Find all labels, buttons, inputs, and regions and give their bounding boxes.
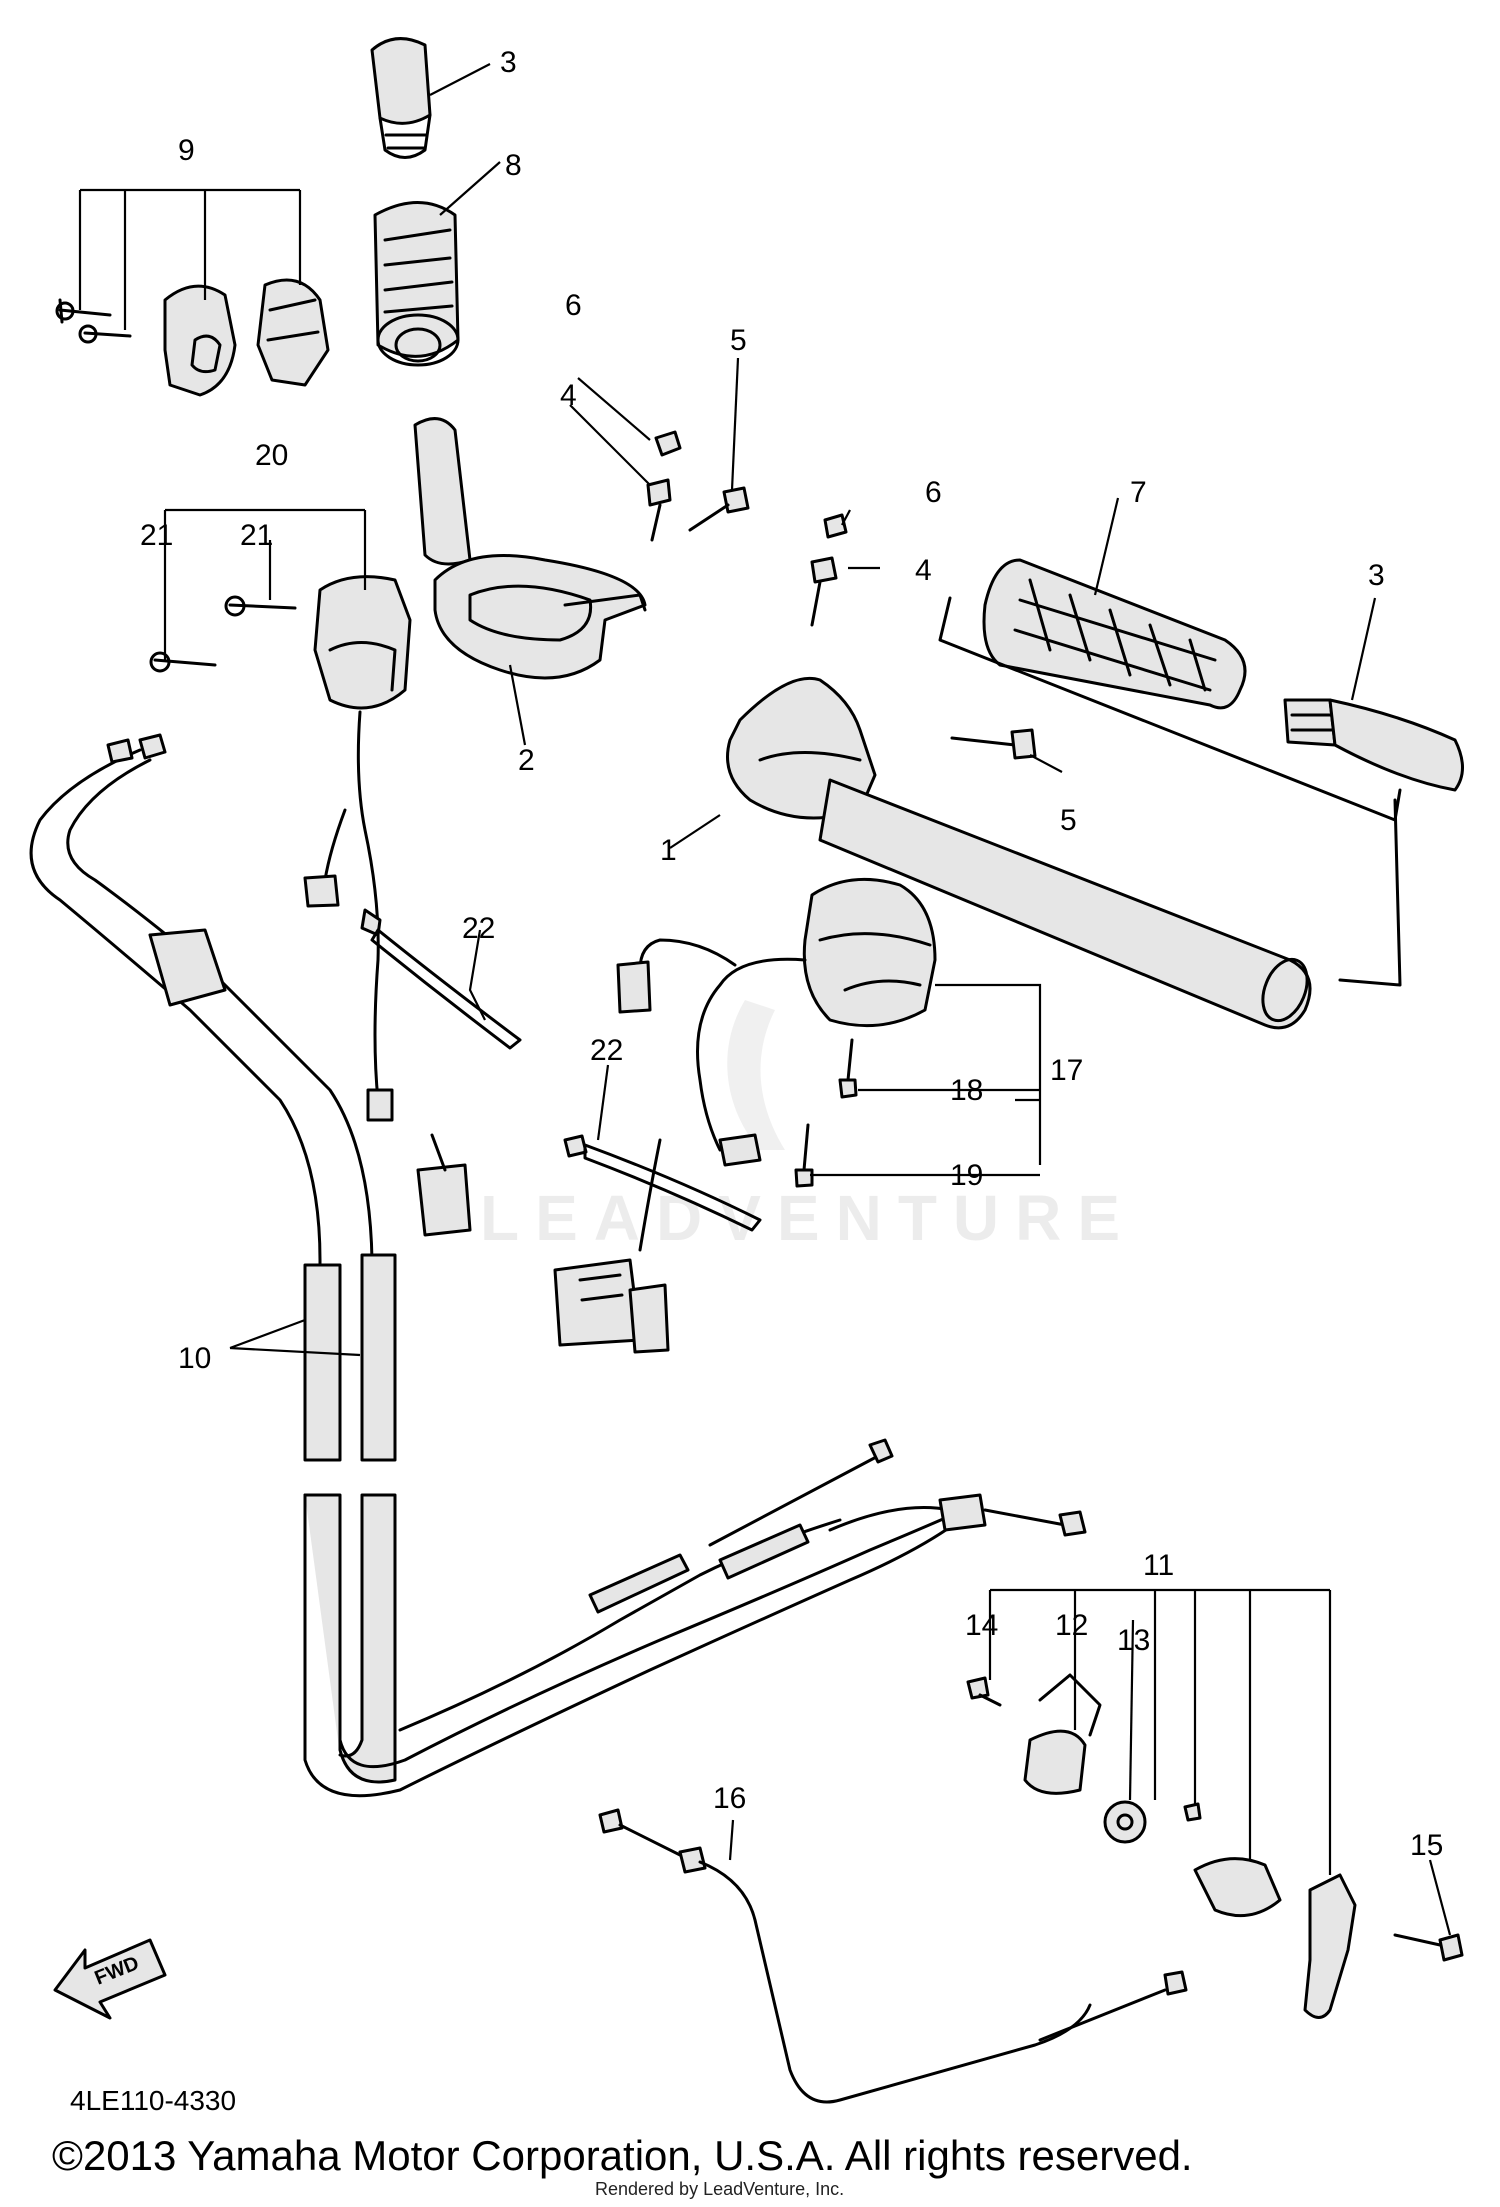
watermark-text: LEADVENTURE — [480, 1182, 1136, 1254]
part-screw-upper — [646, 430, 682, 542]
part-bar-end-right — [1283, 698, 1464, 792]
callout-8: 8 — [505, 149, 522, 182]
rendered-by: Rendered by LeadVenture, Inc. — [595, 2179, 844, 2199]
watermark: LEADVENTURE — [480, 1000, 1136, 1254]
callout-4-upper: 4 — [560, 379, 577, 412]
part-screw-right — [810, 513, 848, 627]
callout-4-right: 4 — [915, 554, 932, 587]
part-cable-16 — [598, 1808, 1188, 2104]
part-left-switch — [149, 575, 472, 1237]
callout-22-left: 22 — [462, 912, 495, 945]
part-throttle-cables — [29, 733, 1087, 1798]
callout-1: 1 — [660, 834, 677, 867]
part-screw-5-upper — [688, 486, 750, 532]
callout-15: 15 — [1410, 1829, 1443, 1862]
callout-3-top: 3 — [500, 46, 517, 79]
part-left-grip — [938, 558, 1402, 987]
part-switch-halves — [55, 278, 330, 397]
part-throttle-housing — [413, 417, 647, 680]
part-cable-tie-left — [370, 928, 522, 1050]
callout-6-right: 6 — [925, 476, 942, 509]
callout-6-upper: 6 — [565, 289, 582, 322]
callout-7: 7 — [1130, 476, 1147, 509]
leader-lines — [78, 63, 1452, 1936]
callout-9: 9 — [178, 134, 195, 167]
callout-5-upper: 5 — [730, 324, 747, 357]
part-cable-tie-right — [563, 1134, 762, 1232]
callout-10: 10 — [178, 1342, 211, 1375]
part-screw-5-right — [950, 728, 1037, 760]
part-lever-assembly — [966, 1673, 1464, 2019]
callout-11: 11 — [1143, 1549, 1174, 1582]
fwd-arrow: FWD — [53, 1938, 167, 2020]
drawing-code: 4LE110-4330 — [70, 2085, 236, 2116]
part-left-handlebar — [726, 676, 1312, 1030]
callout-20: 20 — [255, 439, 288, 472]
part-bar-end-top — [370, 37, 432, 159]
callout-12: 12 — [1055, 1609, 1088, 1642]
callout-5-right: 5 — [1060, 804, 1077, 837]
part-right-switch — [553, 877, 937, 1354]
callout-14: 14 — [965, 1609, 998, 1642]
part-throttle-grip — [373, 201, 460, 367]
callout-17: 17 — [1050, 1054, 1083, 1087]
callout-18: 18 — [950, 1074, 983, 1107]
callout-19: 19 — [950, 1159, 983, 1192]
callout-3-right: 3 — [1368, 559, 1385, 592]
callout-numbers: 1 2 3 3 4 4 5 5 6 6 7 8 9 10 11 12 13 14… — [140, 46, 1443, 1862]
callout-21-right: 21 — [240, 519, 273, 552]
callout-22-right: 22 — [590, 1034, 623, 1067]
callout-21-left: 21 — [140, 519, 173, 552]
callout-2: 2 — [518, 744, 535, 777]
callout-13: 13 — [1117, 1624, 1150, 1657]
copyright-notice: ©2013 Yamaha Motor Corporation, U.S.A. A… — [52, 2132, 1193, 2179]
callout-16: 16 — [713, 1782, 746, 1815]
